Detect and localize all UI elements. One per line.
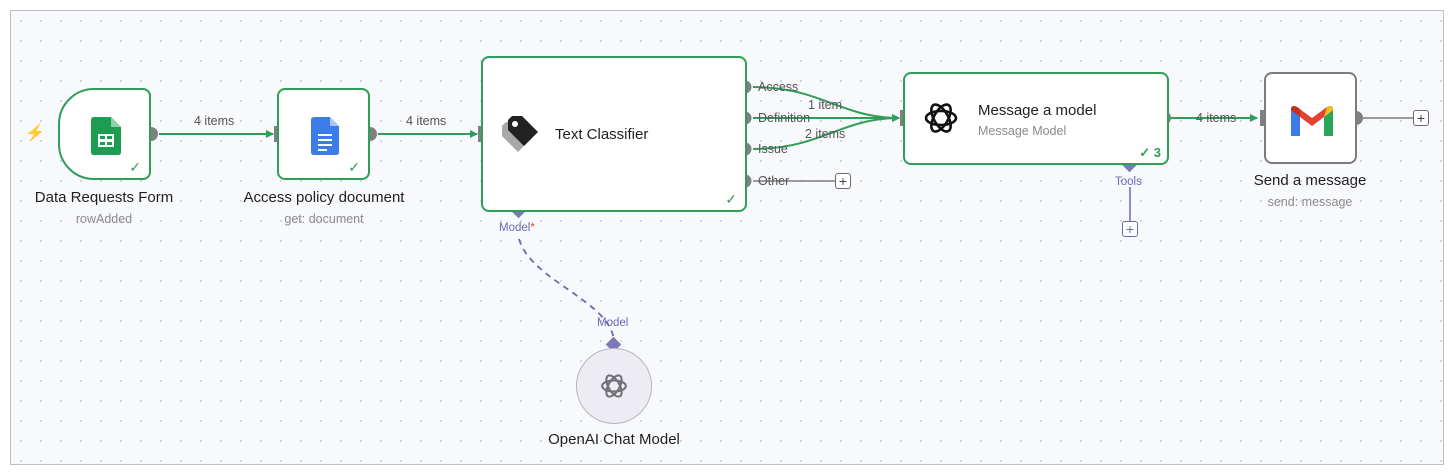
google-docs-icon xyxy=(310,116,340,156)
node-title: Send a message xyxy=(1253,172,1367,189)
node-text-classifier[interactable]: Text Classifier ✓ xyxy=(481,56,747,212)
node-openai-chat-model[interactable] xyxy=(576,348,652,424)
node-data-requests-form[interactable]: ✓ xyxy=(58,88,151,180)
google-sheets-icon xyxy=(90,116,122,156)
edge-label-form-to-doc: 4 items xyxy=(194,114,235,128)
node-subtitle: Message Model xyxy=(978,124,1067,138)
port-send-input[interactable] xyxy=(1260,110,1266,126)
output-label-issue: Issue xyxy=(758,142,788,156)
node-title: Text Classifier xyxy=(555,126,649,143)
output-label-definition: Definition xyxy=(758,111,811,125)
label-send-a-message: Send a message send: message xyxy=(1254,172,1367,209)
check-icon: ✓ xyxy=(129,159,141,175)
output-label-other: Other xyxy=(758,174,790,188)
node-title: Data Requests Form xyxy=(34,189,174,206)
output-label-access: Access xyxy=(758,80,799,94)
add-after-other-button[interactable]: + xyxy=(835,173,851,189)
node-title: OpenAI Chat Model xyxy=(548,431,680,448)
openai-icon xyxy=(599,371,629,401)
required-mark: * xyxy=(530,222,535,234)
workflow-canvas[interactable]: ⚡ ✓ Data Requests Form rowAdded xyxy=(10,10,1444,465)
node-subtitle: rowAdded xyxy=(75,212,133,226)
openai-icon xyxy=(921,98,961,138)
check-icon: ✓ xyxy=(348,159,360,175)
edge-issue-to-model[interactable] xyxy=(752,114,900,150)
label-openai-chat-model: OpenAI Chat Model xyxy=(548,431,680,448)
node-access-policy-document[interactable]: ✓ xyxy=(277,88,370,180)
node-message-a-model[interactable]: Message a model Message Model ✓ 3 xyxy=(903,72,1169,165)
port-label-text: Model xyxy=(499,222,531,234)
port-label-tools: Tools xyxy=(1115,176,1142,188)
check-icon: ✓ xyxy=(725,191,737,207)
tags-icon xyxy=(497,112,541,156)
label-access-policy-document: Access policy document get: document xyxy=(244,189,405,226)
port-label-model: Model* xyxy=(499,222,535,234)
node-send-a-message[interactable] xyxy=(1264,72,1357,164)
edge-label-issue-to-model: 2 items xyxy=(805,127,846,141)
node-title: Access policy document xyxy=(243,189,405,206)
node-subtitle: send: message xyxy=(1267,195,1353,209)
node-title: Message a model xyxy=(978,102,1097,119)
node-subtitle: get: document xyxy=(284,212,364,226)
add-tool-button[interactable]: + xyxy=(1122,221,1138,237)
label-data-requests-form: Data Requests Form rowAdded xyxy=(35,189,173,226)
add-after-send-button[interactable]: + xyxy=(1413,110,1429,126)
check-icon: ✓ xyxy=(1139,145,1154,160)
lightning-bolt-icon: ⚡ xyxy=(25,125,45,142)
edge-model-connection[interactable] xyxy=(518,238,615,342)
edge-label-doc-to-classifier: 4 items xyxy=(406,114,447,128)
port-label-openai-model: Model xyxy=(597,317,629,329)
edge-access-to-model[interactable] xyxy=(752,86,900,122)
run-count: ✓ 3 xyxy=(1139,145,1161,161)
run-count-value: 3 xyxy=(1153,145,1161,160)
edge-label-model-to-send: 4 items xyxy=(1196,111,1237,125)
edge-label-access-to-model: 1 item xyxy=(808,98,843,112)
gmail-icon xyxy=(1290,102,1334,138)
